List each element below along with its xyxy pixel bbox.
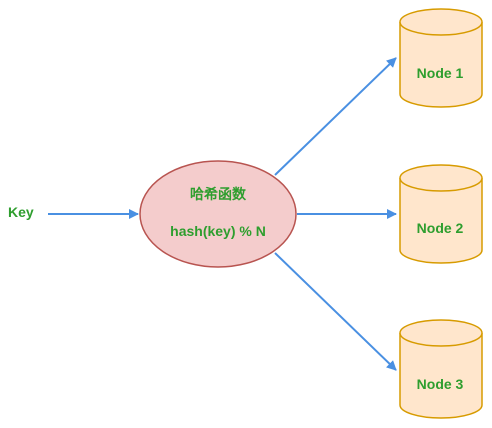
node-1-label: Node 1 — [416, 65, 464, 81]
node-2-cylinder — [399, 164, 483, 264]
key-label: Key — [8, 204, 34, 220]
node-2-label: Node 2 — [416, 220, 464, 236]
node-3-label: Node 3 — [416, 376, 464, 392]
hash-formula: hash(key) % N — [170, 223, 266, 239]
arrow-hash-to-node3 — [274, 252, 397, 371]
node-1-cylinder — [399, 8, 483, 108]
arrow-hash-to-node1 — [274, 57, 397, 176]
hash-function-ellipse — [139, 160, 297, 268]
hash-function-title: 哈希函数 — [190, 186, 246, 202]
node-3-cylinder — [399, 319, 483, 419]
